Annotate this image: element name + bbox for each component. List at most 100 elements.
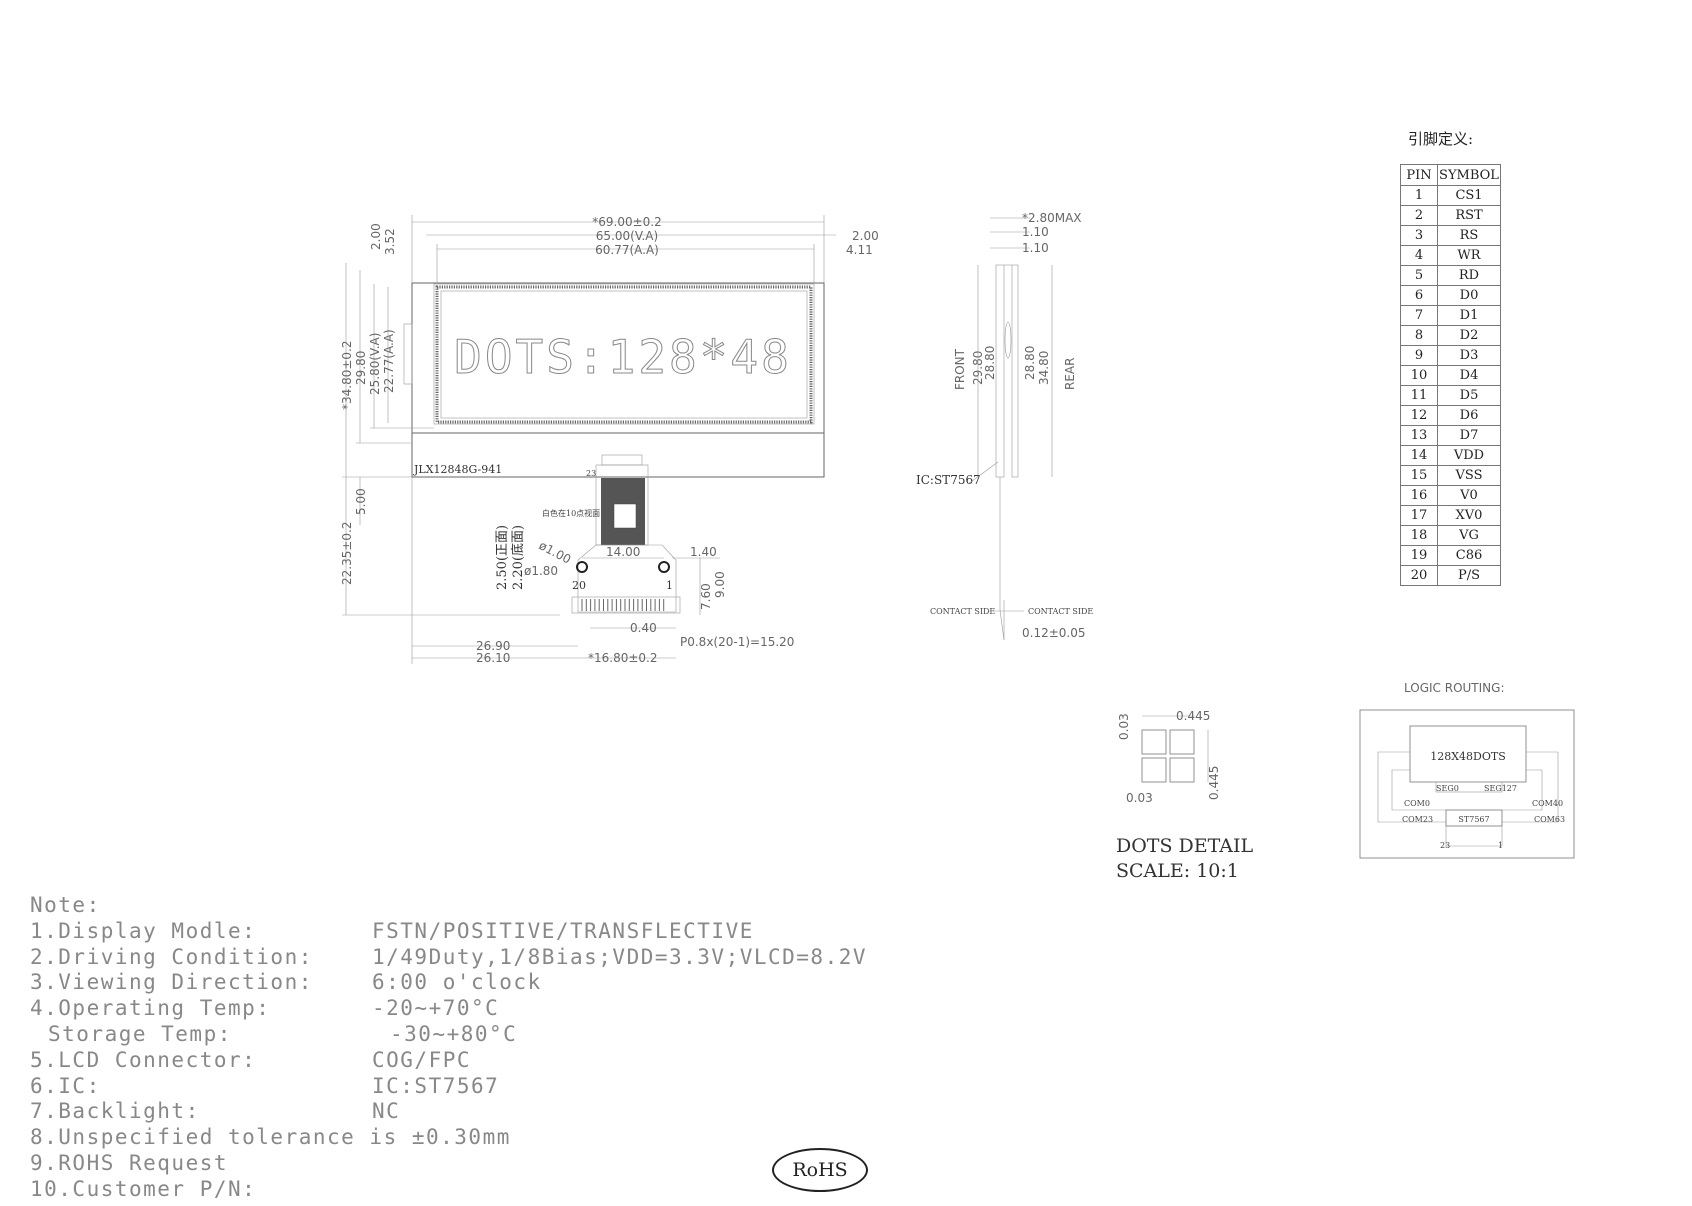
pin-symbol: D2 <box>1437 325 1501 346</box>
model-label: JLX12848G-941 <box>413 463 502 476</box>
hole-right <box>658 561 670 573</box>
pin-symbol: WR <box>1437 245 1501 266</box>
dots-dim-top: 0.445 <box>1176 709 1210 723</box>
note-row: 3.Viewing Direction:6:00 o'clock <box>30 970 867 996</box>
logic-seg0: SEG0 <box>1436 784 1459 793</box>
pin-number: 17 <box>1400 505 1438 526</box>
pin-symbol: VDD <box>1437 445 1501 466</box>
side-rear-dim-2: 34.80 <box>1037 351 1051 385</box>
note-row: 7.Backlight: NC <box>30 1099 867 1125</box>
pin-symbol: VSS <box>1437 465 1501 486</box>
dots-dim-left: 0.03 <box>1117 713 1131 740</box>
logic-com0: COM0 <box>1404 799 1430 808</box>
dim-hole-offset: 1.40 <box>690 545 717 559</box>
pin-number: 6 <box>1400 285 1438 306</box>
dim-height-total: *34.80±0.2 <box>340 341 354 411</box>
pin-symbol: D0 <box>1437 285 1501 306</box>
contact-side-left: CONTACT SIDE <box>930 607 995 616</box>
side-rear-dim-1: 28.80 <box>1023 346 1037 380</box>
note-value: IC:ST7567 <box>372 1073 500 1098</box>
logic-ic: ST7567 <box>1458 815 1489 824</box>
logic-p23: 23 <box>1440 841 1450 850</box>
dim-right-2: 4.11 <box>846 243 873 257</box>
pin-number: 9 <box>1400 345 1438 366</box>
logic-seg127: SEG127 <box>1484 784 1517 793</box>
dim-five: 5.00 <box>354 488 368 515</box>
note-value: -30~+80°C <box>390 1021 518 1046</box>
pin-symbol: XV0 <box>1437 505 1501 526</box>
note-value: NC <box>372 1099 401 1124</box>
pin-symbol: RS <box>1437 225 1501 246</box>
logic-panel: 128X48DOTS <box>1430 750 1506 763</box>
dim-hole-d1: ø1.00 <box>537 538 574 566</box>
pin-symbol: D6 <box>1437 405 1501 426</box>
pin-symbol: P/S <box>1437 565 1501 586</box>
pin-number: 5 <box>1400 265 1438 286</box>
pin-number: 11 <box>1400 385 1438 406</box>
active-area <box>435 285 813 424</box>
note-row: 6.IC:IC:ST7567 <box>30 1074 867 1100</box>
pin-symbol: CS1 <box>1437 185 1501 206</box>
dots-detail: 0.445 0.03 0.03 0.445 DOTS DETAIL SCALE:… <box>1116 709 1254 882</box>
pin-number: 15 <box>1400 465 1438 486</box>
pin-number: 10 <box>1400 365 1438 386</box>
side-view: *2.80MAX 1.10 1.10 FRONT REAR 29.80 28.8… <box>916 211 1093 641</box>
pin-symbol: D1 <box>1437 305 1501 326</box>
dim-bottom-3: *16.80±0.2 <box>588 651 658 665</box>
pin-number: 20 <box>1400 565 1438 586</box>
hole-left <box>576 561 588 573</box>
tiny-note: 白色在10点视面 <box>542 508 600 518</box>
dim-h1: 7.60 <box>699 583 713 610</box>
pin-number: 8 <box>1400 325 1438 346</box>
note-row: 2.Driving Condition:1/49Duty,1/8Bias;VDD… <box>30 945 867 971</box>
front-view: DOTS:128*48 JLX12848G-941 *69.00±0.2 65.… <box>340 215 879 665</box>
pin-symbol: D5 <box>1437 385 1501 406</box>
side-thickness: 0.12±0.05 <box>1022 626 1086 640</box>
note-row: 10.Customer P/N: <box>30 1177 867 1203</box>
pin-number: 18 <box>1400 525 1438 546</box>
pin-number: 7 <box>1400 305 1438 326</box>
dim-height-aa: 22.77(A.A) <box>382 329 396 393</box>
contact-fingers <box>581 599 665 611</box>
side-dim-max: *2.80MAX <box>1022 211 1082 225</box>
fpc-pin-23: 23 <box>586 469 596 478</box>
logic-title: LOGIC ROUTING: <box>1404 681 1505 695</box>
logic-routing: LOGIC ROUTING: 128X48DOTS SEG0 SEG127 ST… <box>1359 681 1575 859</box>
note-value: 6:00 o'clock <box>372 970 542 995</box>
dim-hole-d2: ø1.80 <box>524 564 558 578</box>
note-row: 1.Display Modle:FSTN/POSITIVE/TRANSFLECT… <box>30 919 867 945</box>
dim-width-aa: 60.77(A.A) <box>595 243 659 257</box>
pin-symbol: D3 <box>1437 345 1501 366</box>
symbol-header: SYMBOL <box>1437 164 1501 186</box>
rohs-badge: RoHS <box>772 1148 868 1192</box>
pin-symbol: D4 <box>1437 365 1501 386</box>
side-ic-label: IC:ST7567 <box>916 473 981 487</box>
dim-back-side: 2.20(底面) <box>510 525 526 590</box>
dots-detail-scale: SCALE: 10:1 <box>1116 860 1239 882</box>
pin-number: 16 <box>1400 485 1438 506</box>
pin-number: 13 <box>1400 425 1438 446</box>
notes: Note: 1.Display Modle:FSTN/POSITIVE/TRAN… <box>30 893 867 1203</box>
view-area <box>433 283 815 425</box>
logic-p1: 1 <box>1498 841 1503 850</box>
note-key: 7.Backlight: <box>30 1099 200 1124</box>
dots-detail-title: DOTS DETAIL <box>1116 835 1254 857</box>
logic-com63: COM63 <box>1534 815 1565 824</box>
pin-num-left: 20 <box>572 579 586 592</box>
note-key: 4.Operating Temp: <box>30 996 271 1021</box>
pin-symbol: C86 <box>1437 545 1501 566</box>
fpc: 23 白色在10点视面 <box>542 454 681 614</box>
note-key: 9.ROHS Request <box>30 1150 229 1175</box>
